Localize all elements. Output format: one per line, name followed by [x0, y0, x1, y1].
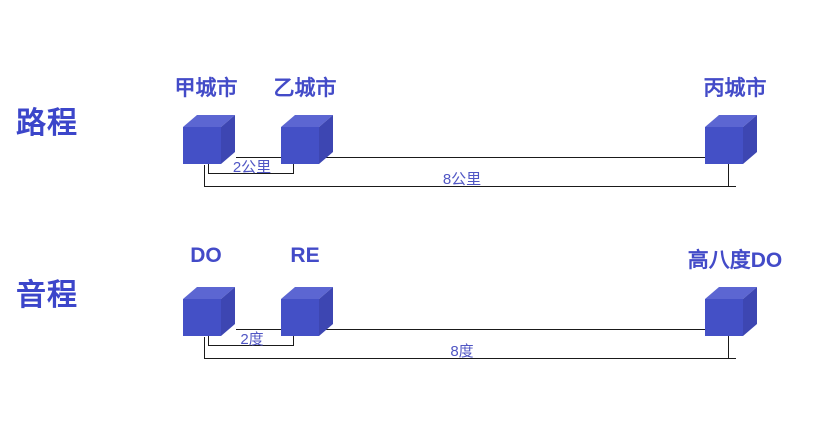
note-do-label: DO: [190, 244, 222, 267]
cube-3d-icon: [183, 115, 235, 164]
cube-front-face: [705, 127, 743, 164]
far-distance-label: 8公里: [442, 171, 482, 188]
city-c-label: 丙城市: [703, 77, 767, 100]
cube-3d-icon: [705, 287, 757, 336]
cube-3d-icon: [281, 287, 333, 336]
far-bracket-left-tick: [204, 165, 205, 186]
city-a-label: 甲城市: [174, 77, 238, 100]
cube-3d-icon: [705, 115, 757, 164]
near-bracket-span: [208, 345, 294, 346]
near-distance-label: 2公里: [232, 159, 272, 176]
near-bracket-left-tick: [208, 336, 209, 345]
cube-right-face: [221, 115, 235, 164]
cube-top-face: [705, 287, 757, 299]
cube-right-face: [319, 115, 333, 164]
note-re-label: RE: [290, 244, 320, 267]
cube-front-face: [281, 127, 319, 164]
city-b-label: 乙城市: [273, 77, 337, 100]
near-bracket-right-tick: [293, 336, 294, 345]
far-bracket-span: [204, 358, 736, 359]
note-high-do-label: 高八度DO: [687, 249, 783, 272]
cube-front-face: [705, 299, 743, 336]
cube-top-face: [183, 115, 235, 127]
cube-top-face: [281, 287, 333, 299]
cube-3d-icon: [183, 287, 235, 336]
near-bracket-span: [208, 173, 294, 174]
cube-right-face: [743, 115, 757, 164]
cube-right-face: [221, 287, 235, 336]
near-bracket-right-tick: [293, 164, 294, 173]
distance-base-line: [236, 157, 706, 158]
cube-top-face: [183, 287, 235, 299]
cube-3d-icon: [281, 115, 333, 164]
far-bracket-left-tick: [204, 337, 205, 358]
cube-right-face: [743, 287, 757, 336]
distance-row: 路程 甲城市 乙城市 丙城市 2公里 8公里: [0, 60, 821, 210]
row-title-distance: 路程: [16, 107, 78, 140]
interval-row: 音程 DO RE 高八度DO 2度 8度: [0, 232, 821, 382]
cube-front-face: [281, 299, 319, 336]
cube-front-face: [183, 127, 221, 164]
cube-top-face: [705, 115, 757, 127]
near-interval-label: 2度: [240, 331, 264, 348]
far-bracket-right-tick: [728, 336, 729, 358]
cube-front-face: [183, 299, 221, 336]
far-bracket-right-tick: [728, 164, 729, 186]
cube-right-face: [319, 287, 333, 336]
cube-top-face: [281, 115, 333, 127]
near-bracket-left-tick: [208, 164, 209, 173]
interval-base-line: [236, 329, 706, 330]
far-interval-label: 8度: [450, 343, 474, 360]
row-title-interval: 音程: [16, 279, 78, 312]
far-bracket-span: [204, 186, 736, 187]
